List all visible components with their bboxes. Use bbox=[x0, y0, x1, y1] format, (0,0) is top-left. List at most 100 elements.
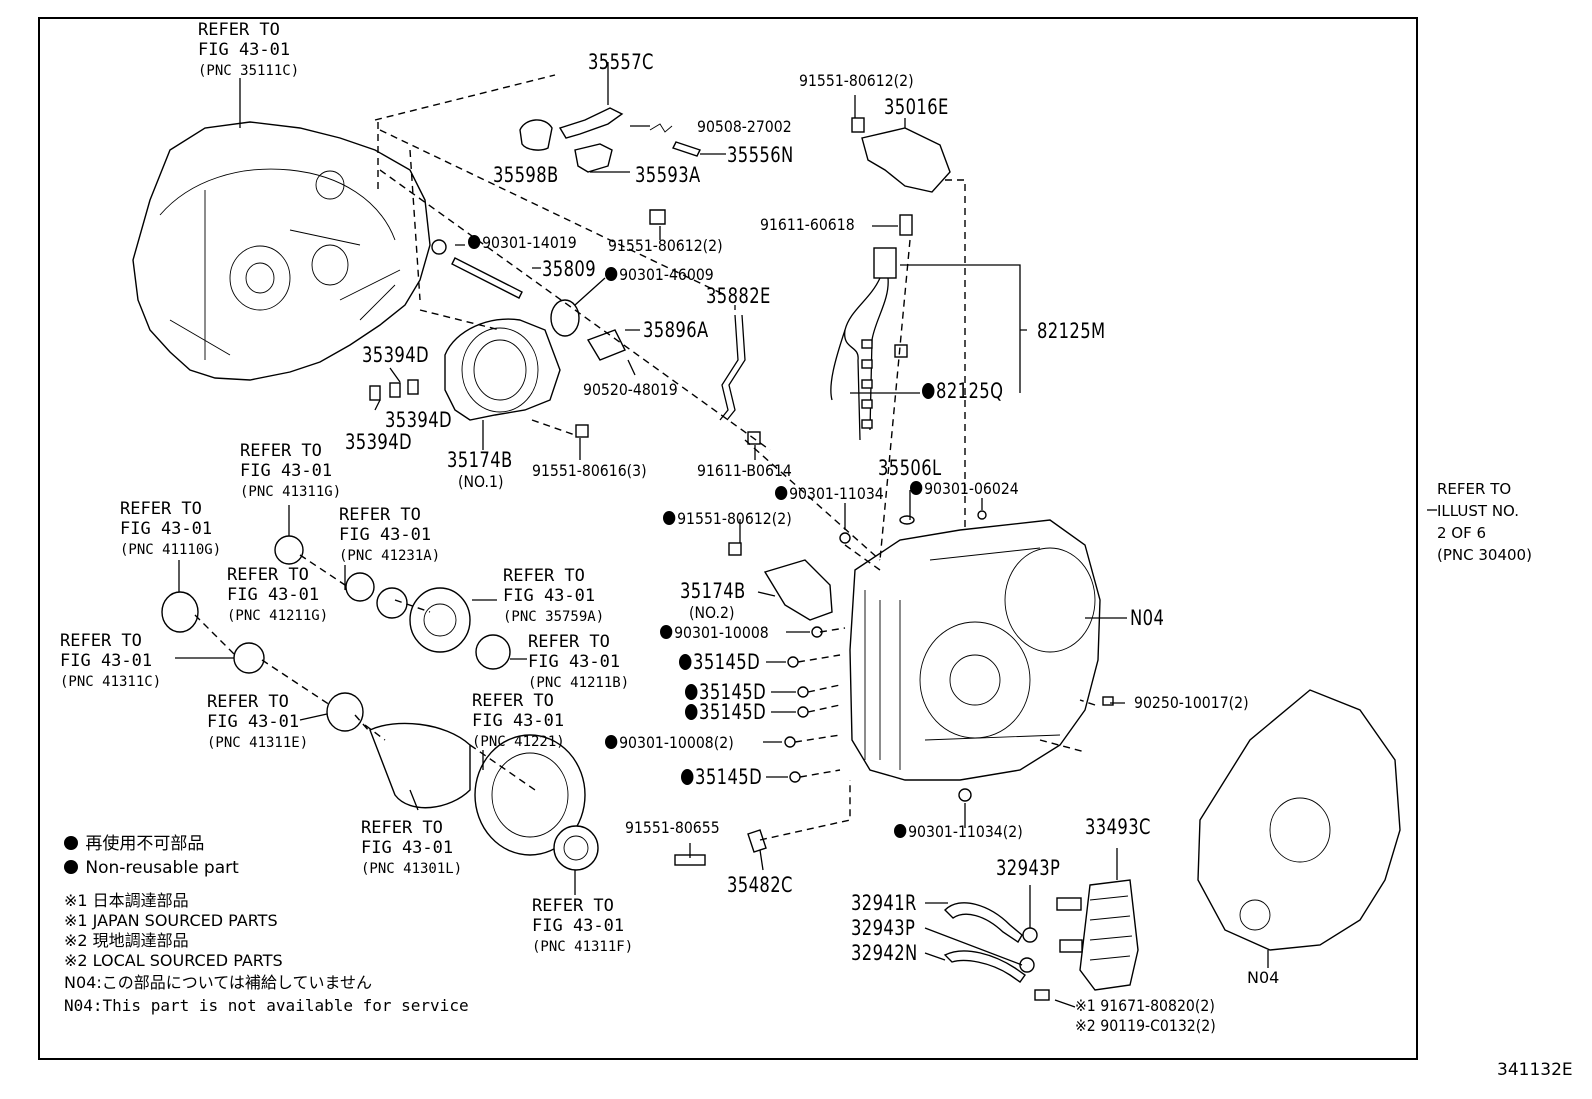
non-reusable-dot-icon bbox=[775, 486, 788, 500]
part-label-32941r[interactable]: 32941R bbox=[851, 891, 917, 915]
o-ring-icon bbox=[550, 299, 580, 337]
part-label-32943p-a[interactable]: 32943P bbox=[996, 856, 1061, 880]
part-label-91611-b0614[interactable]: 91611-B0614 bbox=[697, 461, 792, 480]
non-reusable-dot-icon bbox=[660, 625, 673, 639]
part-label-n04-rear[interactable]: N04 bbox=[1247, 968, 1280, 987]
non-reusable-dot-icon bbox=[605, 267, 618, 281]
part-label-91551-80612-a[interactable]: 91551-80612(2) bbox=[608, 236, 723, 255]
part-label-35809[interactable]: 35809 bbox=[542, 257, 597, 281]
part-label-91551-80612-c[interactable]: 91551-80612(2) bbox=[663, 511, 792, 527]
legend-n04-en: N04:This part is not available for servi… bbox=[64, 996, 469, 1015]
plug-icon bbox=[899, 515, 915, 525]
part-label-35016e[interactable]: 35016E bbox=[884, 95, 949, 119]
part-label-90250-10017[interactable]: 90250-10017(2) bbox=[1134, 693, 1249, 712]
gasket-icon bbox=[977, 510, 987, 520]
non-reusable-dot-icon bbox=[64, 860, 78, 874]
plug-icon bbox=[789, 771, 801, 783]
part-label-35394d-b[interactable]: 35394D bbox=[385, 408, 453, 432]
wire-harness-82125m bbox=[830, 247, 908, 441]
part-label-90301-10008-a[interactable]: 90301-10008 bbox=[660, 625, 769, 641]
refer-block-41211b: REFER TO FIG 43-01 (PNC 41211B) bbox=[528, 632, 630, 691]
part-label-91551-80612-b[interactable]: 91551-80612(2) bbox=[799, 71, 914, 90]
bolt-icon bbox=[575, 424, 589, 438]
part-label-35482c[interactable]: 35482C bbox=[727, 873, 793, 897]
retainer-35174b-no1 bbox=[444, 318, 561, 421]
part-label-35598b[interactable]: 35598B bbox=[493, 163, 559, 187]
part-label-90301-14019[interactable]: 90301-14019 bbox=[468, 235, 577, 251]
part-label-35506l[interactable]: 35506L bbox=[878, 456, 942, 480]
part-label-32943p-b[interactable]: 32943P bbox=[851, 916, 916, 940]
part-label-91611-60618[interactable]: 91611-60618 bbox=[760, 215, 855, 234]
clamp-icon bbox=[1019, 957, 1035, 973]
legend-nonreusable-jp: 再使用不可部品 bbox=[64, 836, 204, 853]
part-label-90301-06024[interactable]: 90301-06024 bbox=[910, 481, 1019, 497]
part-label-90301-11034-b[interactable]: 90301-11034(2) bbox=[894, 824, 1023, 840]
refer-block-illust-30400: REFER TO ILLUST NO. 2 OF 6 (PNC 30400) bbox=[1437, 480, 1532, 564]
part-label-90508-27002[interactable]: 90508-27002 bbox=[697, 117, 792, 136]
part-label-90301-46009[interactable]: 90301-46009 bbox=[605, 267, 714, 283]
part-label-91551-80655[interactable]: 91551-80655 bbox=[625, 818, 720, 837]
part-label-35556n[interactable]: 35556N bbox=[727, 143, 794, 167]
part-label-35593a[interactable]: 35593A bbox=[635, 163, 701, 187]
part-label-32942n[interactable]: 32942N bbox=[851, 941, 918, 965]
part-label-90520-48019[interactable]: 90520-48019 bbox=[583, 380, 678, 399]
non-reusable-dot-icon bbox=[64, 836, 78, 850]
non-reusable-dot-icon bbox=[910, 481, 923, 495]
plug-icon bbox=[787, 656, 799, 668]
part-label-82125q[interactable]: 82125Q bbox=[922, 381, 1003, 402]
plug-icon bbox=[1102, 696, 1114, 706]
part-label-35174b-no1-suffix: (NO.1) bbox=[458, 472, 504, 491]
transaxle-n04-rear-illustration bbox=[1197, 689, 1401, 951]
part-label-82125m[interactable]: 82125M bbox=[1037, 319, 1106, 343]
part-label-91551-80616[interactable]: 91551-80616(3) bbox=[532, 461, 647, 480]
non-reusable-dot-icon bbox=[679, 654, 692, 670]
hose-32941r bbox=[944, 902, 1023, 943]
bolt-icon bbox=[728, 542, 742, 556]
bolt-icon bbox=[851, 117, 865, 133]
clamp-icon bbox=[1022, 927, 1038, 943]
refer-block-35759a: REFER TO FIG 43-01 (PNC 35759A) bbox=[503, 566, 605, 625]
refer-block-41311g: REFER TO FIG 43-01 (PNC 41311G) bbox=[240, 441, 342, 500]
refer-block-41221: REFER TO FIG 43-01 (PNC 41221) bbox=[472, 691, 565, 750]
part-label-35174b-no2[interactable]: 35174B bbox=[680, 579, 746, 603]
part-label-35896a[interactable]: 35896A bbox=[643, 318, 709, 342]
part-label-35145d-c[interactable]: 35145D bbox=[685, 702, 766, 723]
part-label-90119-c0132[interactable]: ※2 90119-C0132(2) bbox=[1075, 1016, 1216, 1035]
part-label-91671-80820[interactable]: ※1 91671-80820(2) bbox=[1075, 996, 1215, 1015]
part-label-35394d-a[interactable]: 35394D bbox=[362, 343, 430, 367]
part-label-n04[interactable]: N04 bbox=[1130, 606, 1165, 630]
refer-block-35111c: REFER TO FIG 43-01 (PNC 35111C) bbox=[198, 20, 300, 79]
part-label-35882e[interactable]: 35882E bbox=[706, 284, 771, 308]
legend-nonreusable-en: Non-reusable part bbox=[64, 860, 239, 877]
part-label-90301-11034-a[interactable]: 90301-11034 bbox=[775, 486, 884, 502]
part-label-90301-10008-b[interactable]: 90301-10008(2) bbox=[605, 735, 734, 751]
shaft-35896a bbox=[586, 329, 626, 361]
bracket-35482c bbox=[747, 829, 767, 853]
part-label-35145d-a[interactable]: 35145D bbox=[679, 652, 760, 673]
spacer-35394d-icons bbox=[369, 379, 419, 401]
non-reusable-dot-icon bbox=[894, 824, 907, 838]
part-label-35557c[interactable]: 35557C bbox=[588, 50, 654, 74]
refer-block-41301l: REFER TO FIG 43-01 (PNC 41301L) bbox=[361, 818, 463, 877]
cover-35174b-no2 bbox=[763, 559, 833, 621]
legend-local-jp: ※2 現地調達部品 bbox=[64, 931, 189, 950]
part-label-35394d-c[interactable]: 35394D bbox=[345, 430, 413, 454]
part-label-33493c[interactable]: 33493C bbox=[1085, 815, 1151, 839]
part-label-35145d-d[interactable]: 35145D bbox=[681, 767, 762, 788]
part-label-35174b-no1[interactable]: 35174B bbox=[447, 448, 513, 472]
transaxle-n04-illustration bbox=[849, 519, 1101, 781]
detent-parts bbox=[519, 107, 701, 225]
refer-block-41311e: REFER TO FIG 43-01 (PNC 41311E) bbox=[207, 692, 309, 751]
refer-block-41231a: REFER TO FIG 43-01 (PNC 41231A) bbox=[339, 505, 441, 564]
legend-japan-en: ※1 JAPAN SOURCED PARTS bbox=[64, 911, 278, 930]
bracket-35016e bbox=[861, 127, 951, 193]
bolt-icon bbox=[1034, 989, 1050, 1001]
non-reusable-dot-icon bbox=[681, 769, 694, 785]
non-reusable-dot-icon bbox=[605, 735, 618, 749]
refer-block-41311c: REFER TO FIG 43-01 (PNC 41311C) bbox=[60, 631, 162, 690]
non-reusable-dot-icon bbox=[922, 383, 935, 399]
part-label-35145d-b[interactable]: 35145D bbox=[685, 682, 766, 703]
non-reusable-dot-icon bbox=[468, 235, 481, 249]
gasket-icon bbox=[784, 736, 796, 748]
